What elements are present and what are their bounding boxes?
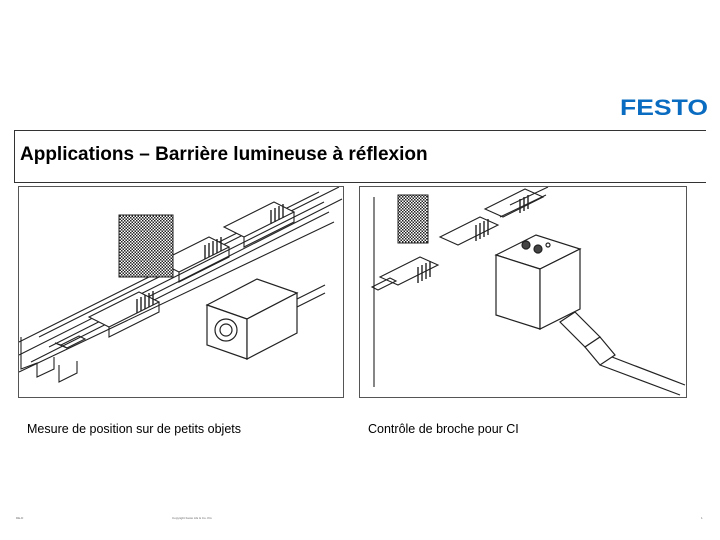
footer-page-number: 1 <box>701 516 703 520</box>
caption-ic-pin-check: Contrôle de broche pour CI <box>368 422 519 436</box>
figure-position-measurement <box>18 186 344 398</box>
reflector <box>118 214 174 278</box>
ic-pin-illustration <box>370 187 686 396</box>
footer-left: DE-D <box>16 516 24 520</box>
reflector <box>397 194 429 244</box>
conveyor-illustration <box>19 187 343 383</box>
title-rule-top <box>14 130 706 131</box>
festo-logo: FESTO <box>620 96 708 118</box>
caption-position-measurement: Mesure de position sur de petits objets <box>27 422 242 436</box>
footer-copyright: Copyright Festo AG & Co. KG <box>172 516 212 520</box>
title-rule-left <box>14 130 15 182</box>
figure-ic-pin-check <box>359 186 687 398</box>
title-rule-bottom <box>14 182 706 183</box>
festo-logo-text: FESTO <box>620 96 708 118</box>
slide-title: Applications – Barrière lumineuse à réfl… <box>20 144 428 165</box>
